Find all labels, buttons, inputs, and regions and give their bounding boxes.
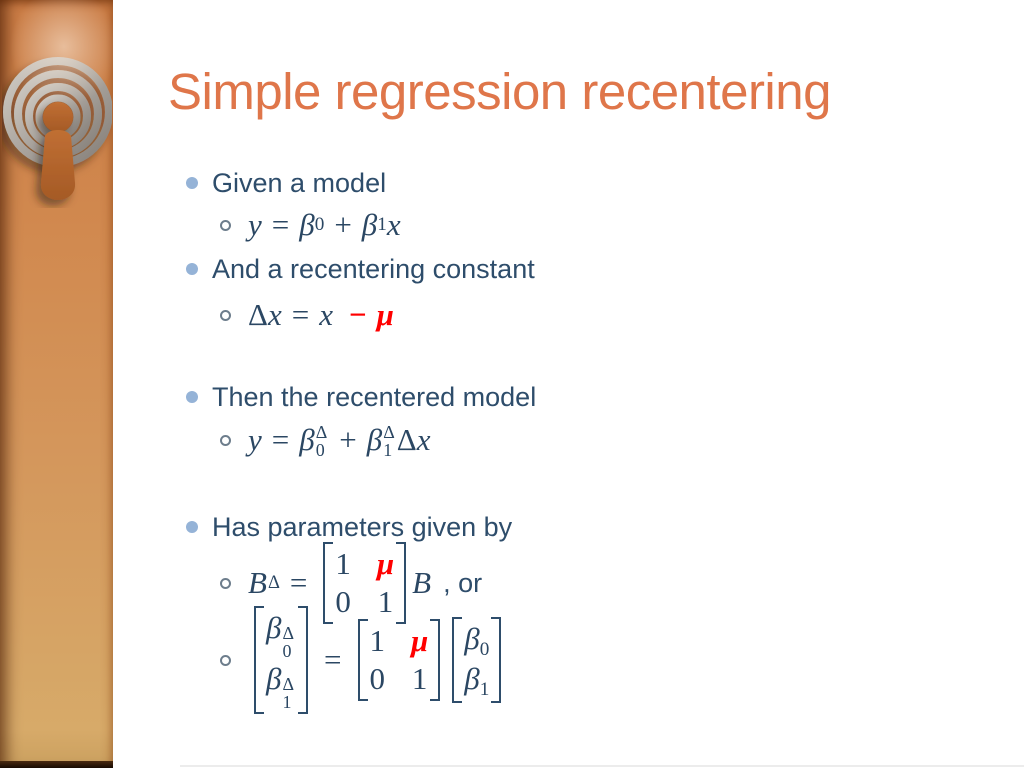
minus-red: − [348, 297, 367, 332]
math-token: 0 [282, 641, 292, 662]
math-token: = [324, 642, 342, 677]
bullet-label: And a recentering constant [212, 253, 535, 284]
bullet-label: Has parameters given by [212, 511, 513, 542]
math-token: β [361, 207, 378, 242]
bullet-label: Then the recentered model [212, 381, 537, 412]
math-token: 1 [479, 678, 490, 700]
math-token: Δ [248, 297, 268, 332]
sidebar-bottom-edge [0, 761, 113, 768]
matrix-cell: β1 [464, 661, 489, 699]
math-token: = [291, 297, 310, 332]
math-token: x [386, 207, 401, 242]
math-token: Δ [282, 674, 295, 695]
bullet-dot-icon [186, 177, 198, 189]
bullet-dot-icon [186, 521, 198, 533]
circle-bullet-icon [220, 654, 231, 666]
podcast-icon [2, 30, 113, 213]
math-token: Δ [267, 571, 280, 593]
matrix-cell: 1 [411, 661, 428, 696]
math-token: = [271, 207, 290, 242]
circle-bullet-icon [220, 219, 231, 231]
matrix-cell: 1 [335, 546, 351, 581]
math-token: β [266, 610, 282, 646]
matrix-cell: 0 [369, 661, 386, 696]
comma-or-text: , or [443, 567, 483, 598]
math-token: y [248, 207, 262, 242]
math-token: B [412, 565, 432, 600]
math-token: 0 [315, 440, 325, 461]
math-token: 0 [479, 638, 490, 660]
math-token: Δ [383, 422, 395, 443]
math-token: 1 [377, 214, 387, 236]
bullet-dot-icon [186, 263, 198, 275]
math-token: x [267, 297, 282, 332]
bullet-item-parameters: Has parameters given by [186, 510, 512, 544]
podcast-icon-graphic [3, 57, 113, 200]
vector-beta: β0 β1 [452, 617, 502, 703]
bullet-item-recentered-model: Then the recentered model [186, 380, 536, 414]
math-token: + [339, 422, 357, 457]
math-token: 1 [282, 692, 292, 713]
circle-bullet-icon [220, 309, 231, 321]
slide-bottom-hairline [180, 765, 1024, 767]
math-token: 1 [383, 440, 393, 461]
math-token: y [248, 422, 262, 457]
math-token: B [248, 565, 267, 600]
mu-symbol: μ [376, 297, 394, 332]
math-token: Δ [396, 422, 417, 457]
math-token: + [334, 207, 352, 242]
circle-bullet-icon [220, 434, 231, 446]
math-token: 0 [314, 214, 325, 236]
math-token: = [271, 422, 290, 457]
page-title: Simple regression recentering [168, 63, 832, 120]
math-token: x [416, 422, 431, 457]
math-token: β [299, 207, 315, 242]
matrix-cell: 1 [377, 584, 394, 619]
math-token: β [464, 621, 480, 657]
matrix-cell: 1 [369, 623, 386, 658]
bullet-dot-icon [186, 391, 198, 403]
matrix-2x2: 1 μ 0 1 [357, 619, 441, 701]
sidebar-panel [0, 0, 139, 768]
math-token: β [464, 661, 480, 696]
math-token: β [366, 422, 383, 457]
math-token: Δ [315, 422, 328, 443]
mu-symbol: μ [411, 623, 429, 658]
bullet-label: Given a model [212, 167, 387, 198]
matrix-cell: β0 [464, 621, 489, 659]
mu-symbol: μ [376, 546, 395, 581]
matrix-2x2: 1 μ 0 1 [323, 542, 406, 624]
bullet-item-given-model: Given a model [186, 166, 386, 200]
math-token: Δ [282, 623, 295, 644]
math-token: β [266, 661, 282, 696]
math-token: β [299, 422, 315, 457]
matrix-cell: 0 [335, 584, 351, 619]
math-token: = [289, 565, 308, 600]
bullet-item-recentering-constant: And a recentering constant [186, 252, 535, 286]
circle-bullet-icon [220, 577, 231, 589]
math-token: x [319, 297, 333, 332]
